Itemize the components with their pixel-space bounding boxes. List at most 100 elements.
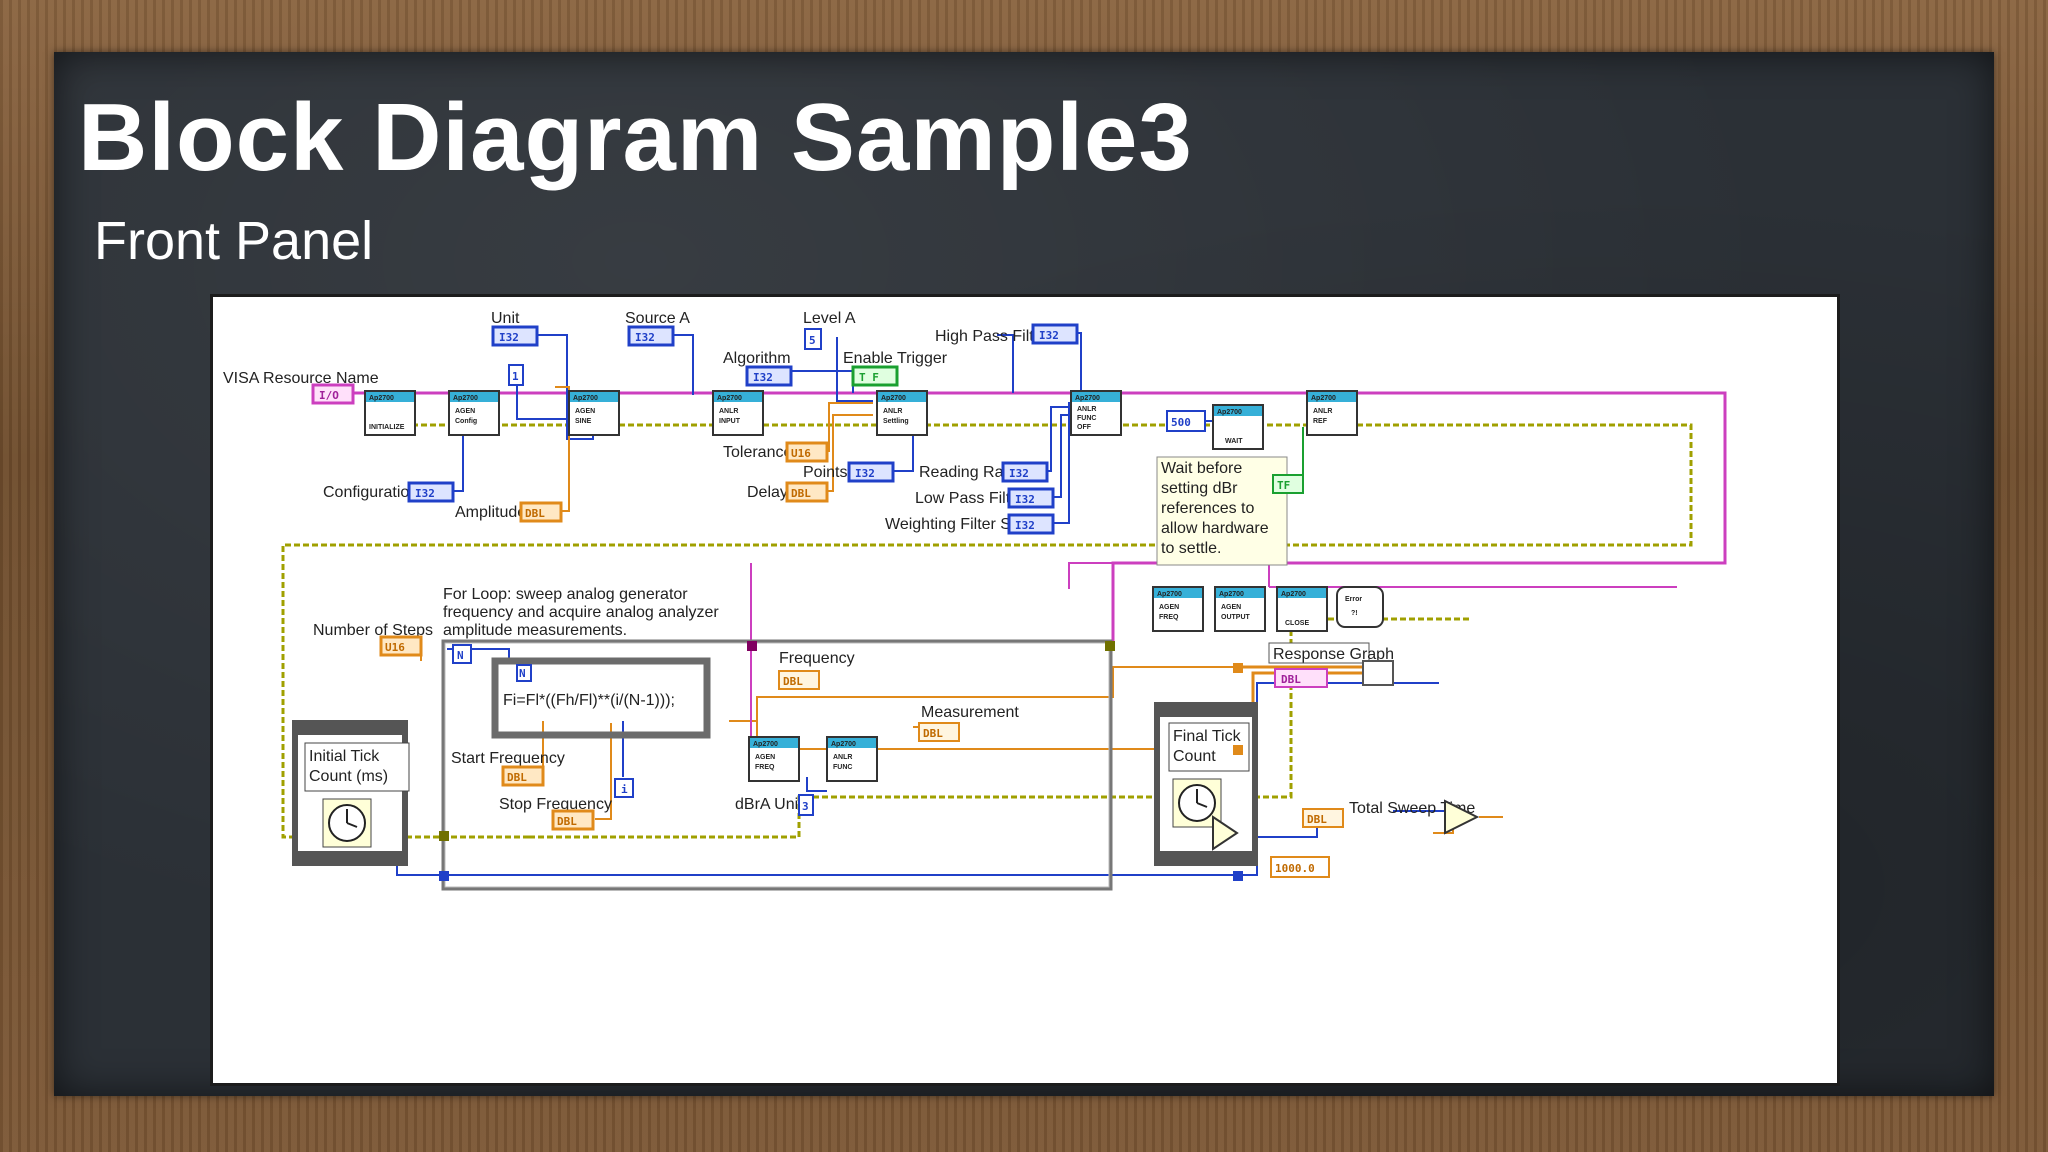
label-number-of-steps: Number of Steps [313, 622, 433, 639]
tunnel [439, 871, 449, 881]
svg-text:1: 1 [512, 370, 519, 383]
label-tolerance: Tolerance [723, 444, 792, 461]
label-delay: Delay [747, 484, 788, 501]
loop-count-terminal: N [452, 644, 472, 664]
svg-text:ANLR: ANLR [833, 754, 852, 761]
svg-text:I32: I32 [855, 467, 875, 480]
svg-text:I32: I32 [499, 331, 519, 344]
node-agen-output: Ap2700 AGEN OUTPUT [1214, 586, 1266, 632]
svg-text:Config: Config [455, 418, 477, 425]
svg-text:5: 5 [809, 334, 816, 347]
svg-text:Ap2700: Ap2700 [573, 395, 598, 402]
loop-index-terminal: i [614, 778, 634, 798]
svg-text:Ap2700: Ap2700 [753, 741, 778, 748]
slide-title: Block Diagram Sample3 [78, 84, 1193, 191]
node-agen-freq-top: Ap2700 AGEN FREQ [1152, 586, 1204, 632]
tunnel [747, 641, 757, 651]
node-agen-freq-loop: Ap2700 AGEN FREQ [748, 736, 800, 782]
terminal-high-pass-filter: I32 [1031, 323, 1079, 345]
constant-unit-index: 1 [508, 364, 524, 386]
terminal-weighting-filter-slot: I32 [1007, 513, 1055, 535]
initial-tick-line1: Initial Tick [309, 748, 380, 765]
svg-text:REF: REF [1313, 418, 1328, 425]
node-anlr-func: Ap2700 ANLR FUNC OFF [1070, 390, 1122, 436]
svg-text:N: N [519, 667, 526, 680]
svg-text:FUNC: FUNC [1077, 415, 1096, 422]
label-stop-frequency: Stop Frequency [499, 796, 612, 813]
constant-wait-ms: 500 [1166, 410, 1206, 432]
svg-text:I32: I32 [1015, 493, 1035, 506]
label-high-pass-filter: High Pass Filter [935, 328, 1049, 345]
svg-text:FUNC: FUNC [833, 764, 852, 771]
label-visa-resource-name: VISA Resource Name [223, 370, 379, 387]
node-close: Ap2700 CLOSE [1276, 586, 1328, 632]
svg-text:T F: T F [859, 371, 879, 384]
svg-text:DBL: DBL [1281, 673, 1301, 686]
svg-text:Ap2700: Ap2700 [1217, 409, 1242, 416]
label-level-a: Level A [803, 310, 856, 327]
svg-text:U16: U16 [385, 641, 405, 654]
constant-bool-ref: TF [1272, 474, 1304, 494]
svg-text:N: N [457, 649, 464, 662]
label-unit: Unit [491, 310, 520, 327]
svg-text:Ap2700: Ap2700 [717, 395, 742, 402]
terminal-start-frequency: DBL [501, 765, 545, 787]
node-anlr-input: Ap2700 ANLR INPUT [712, 390, 764, 436]
block-diagram-svg: Unit Source A Level A Algorithm Enable T… [223, 310, 1727, 891]
svg-text:ANLR: ANLR [719, 408, 738, 415]
label-low-pass-filter: Low Pass Filter [915, 490, 1025, 507]
svg-text:DBL: DBL [1307, 813, 1327, 826]
terminal-delay: DBL [785, 481, 829, 503]
svg-text:Settling: Settling [883, 418, 909, 425]
terminal-algorithm: I32 [745, 365, 793, 387]
svg-text:Ap2700: Ap2700 [881, 395, 906, 402]
svg-text:U16: U16 [791, 447, 811, 460]
node-error: Error ?! [1336, 586, 1384, 628]
constant-dbra-unit: 3 [798, 794, 814, 816]
label-measurement: Measurement [921, 704, 1019, 721]
for-loop-frame [441, 639, 1113, 891]
svg-text:AGEN: AGEN [575, 408, 595, 415]
tunnel [439, 831, 449, 841]
formula-text: Fi=Fl*((Fh/Fl)**(i/(N-1))); [503, 692, 675, 709]
terminal-tolerance: U16 [785, 441, 829, 463]
terminal-low-pass-filter: I32 [1007, 487, 1055, 509]
svg-text:I32: I32 [1015, 519, 1035, 532]
svg-text:DBL: DBL [557, 815, 577, 828]
label-weighting-filter-slot: Weighting Filter Slot [885, 516, 1028, 533]
svg-text:AGEN: AGEN [1159, 604, 1179, 611]
terminal-unit: I32 [491, 325, 539, 347]
svg-text:i: i [621, 783, 628, 796]
svg-text:I32: I32 [635, 331, 655, 344]
label-points: Points [803, 464, 847, 481]
initial-tick-line2: Count (ms) [309, 768, 388, 785]
svg-text:ANLR: ANLR [883, 408, 902, 415]
terminal-reading-rate: I32 [1001, 461, 1049, 483]
svg-text:DBL: DBL [791, 487, 811, 500]
node-anlr-settling: Ap2700 ANLR Settling [876, 390, 928, 436]
node-wait: Ap2700 WAIT [1212, 404, 1264, 450]
label-amplitude: Amplitude [455, 504, 526, 521]
final-tick-line1: Final Tick [1173, 728, 1242, 745]
wait-comment-line3: references to [1161, 500, 1254, 517]
label-source-a: Source A [625, 310, 690, 327]
wait-comment-line2: setting dBr [1161, 480, 1238, 497]
node-agen-sine: Ap2700 AGEN SINE [568, 390, 620, 436]
svg-text:I/O: I/O [319, 389, 339, 402]
label-start-frequency: Start Frequency [451, 750, 565, 767]
formula-n-terminal: N [516, 664, 532, 682]
terminal-number-of-steps: U16 [379, 635, 423, 657]
svg-text:TF: TF [1277, 479, 1290, 492]
terminal-frequency: DBL [778, 670, 820, 690]
terminal-total-sweep-time: DBL [1302, 808, 1344, 828]
svg-text:OUTPUT: OUTPUT [1221, 614, 1251, 621]
tunnel [1233, 663, 1243, 673]
svg-text:WAIT: WAIT [1225, 438, 1243, 445]
subtract-node [1212, 815, 1239, 851]
wait-comment-box [1156, 456, 1288, 566]
node-agen-config: Ap2700 AGEN Config [448, 390, 500, 436]
terminal-stop-frequency: DBL [551, 809, 595, 831]
svg-text:I32: I32 [753, 371, 773, 384]
label-algorithm: Algorithm [723, 350, 791, 367]
wait-comment-line1: Wait before [1161, 460, 1242, 477]
